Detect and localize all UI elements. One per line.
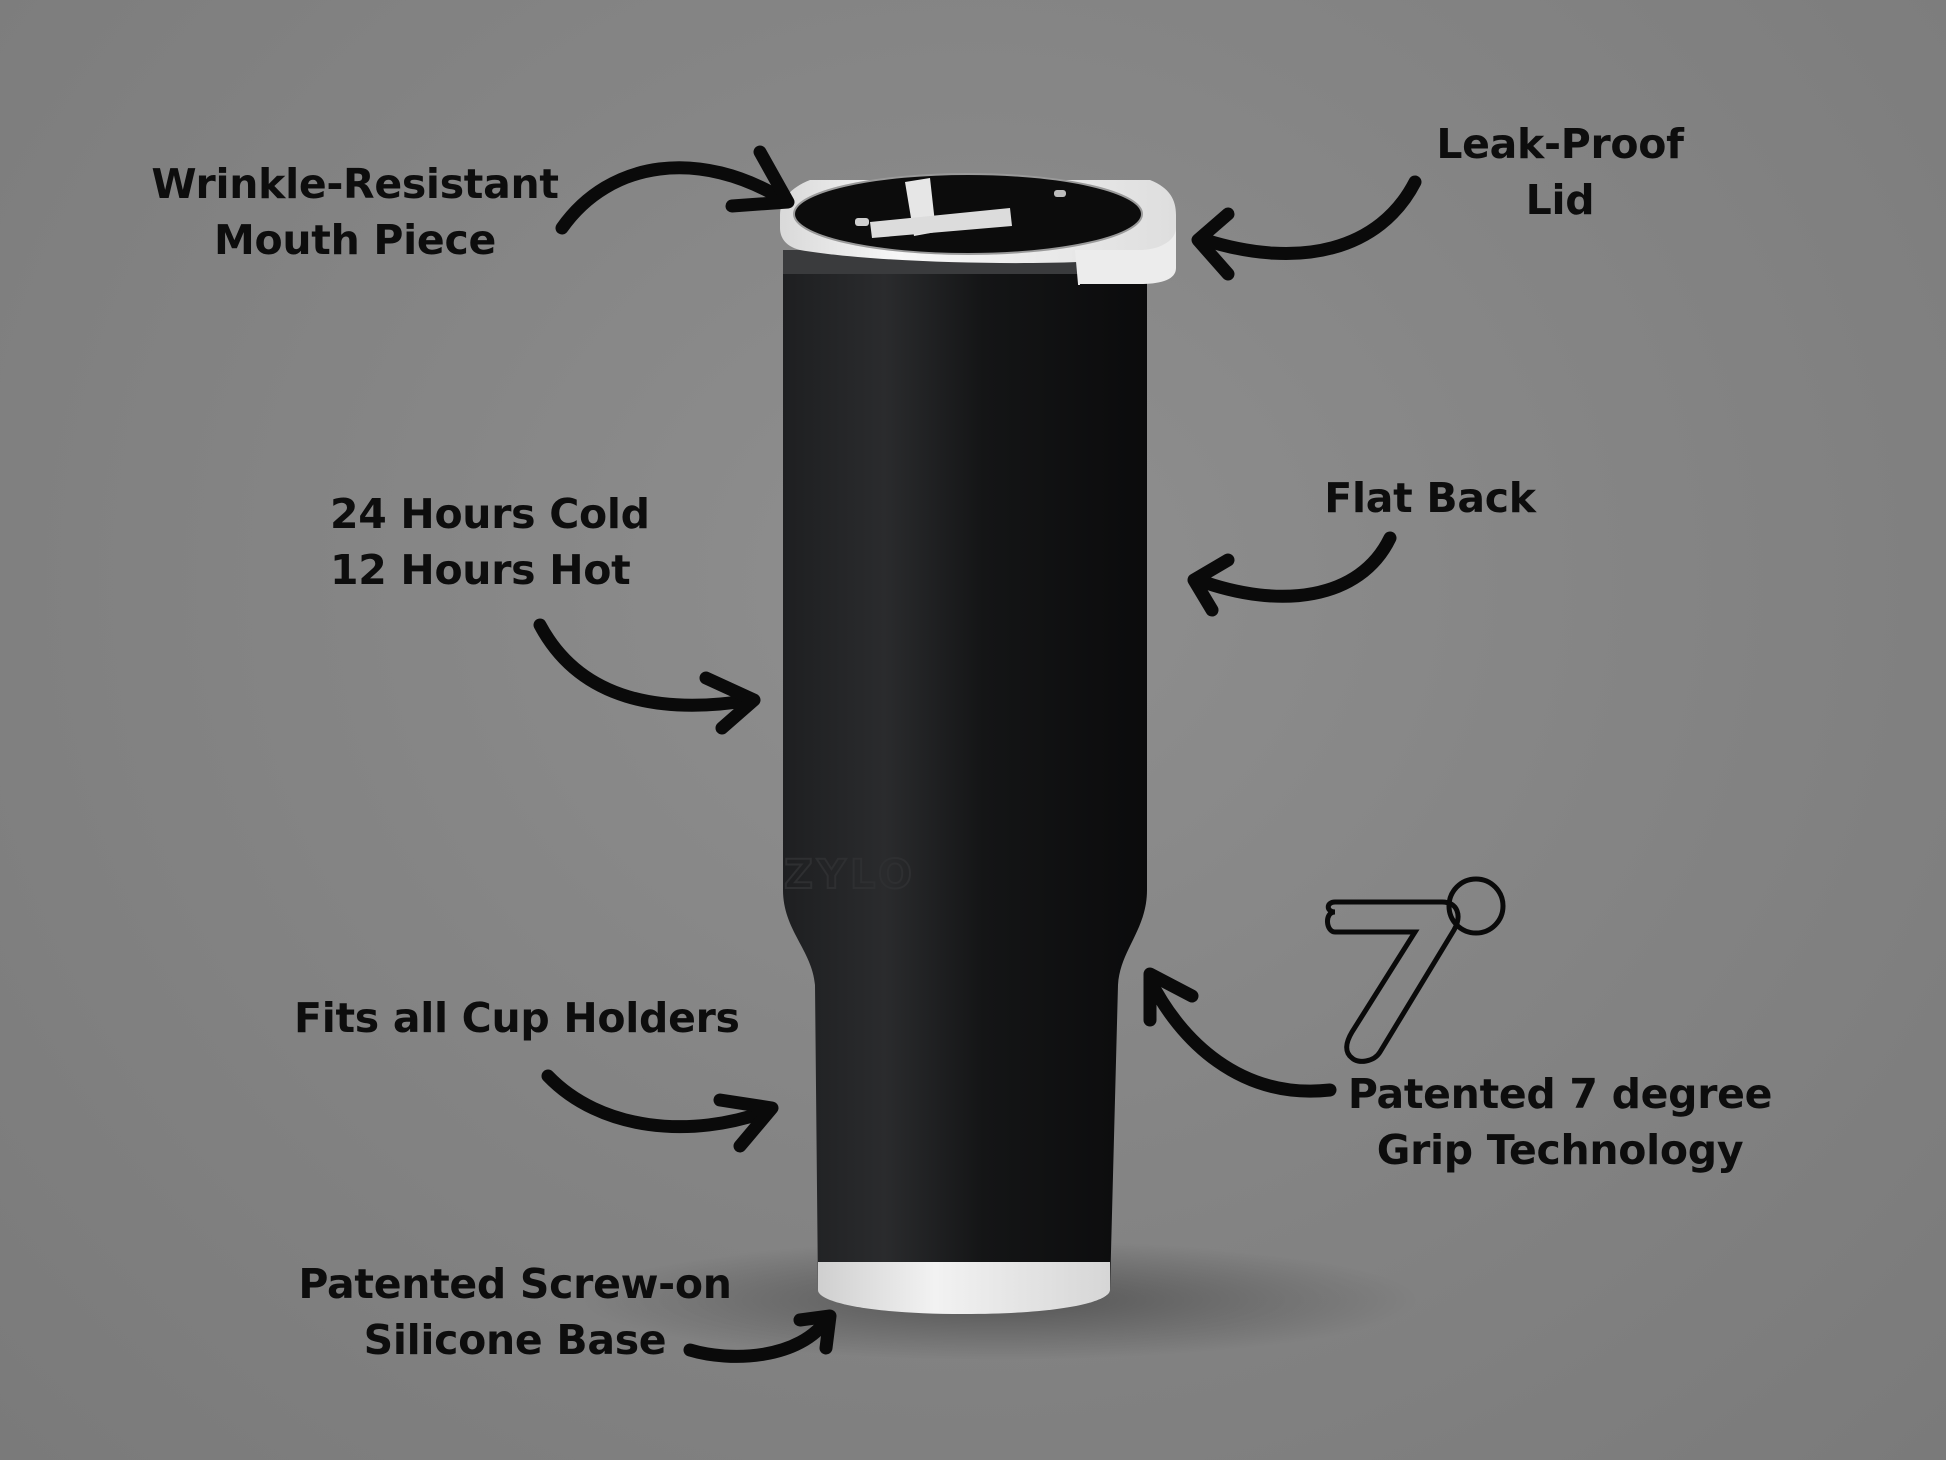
arrow-flat-back: [1191, 531, 1397, 603]
arrow-base: [683, 1311, 835, 1363]
leak-proof-lid: [780, 173, 1176, 285]
arrow-mouth-piece: [555, 161, 791, 235]
callout-temperature-line1: 24 Hours Cold: [330, 490, 650, 538]
callout-grip-line1: Patented 7 degree: [1347, 1070, 1773, 1118]
callout-cup-holders-line1: Fits all Cup Holders: [294, 994, 740, 1042]
lid-top-ring: [793, 173, 1143, 255]
arrow-lid: [1198, 175, 1422, 261]
callout-mouth-piece-line2: Mouth Piece: [214, 216, 496, 264]
brand-emboss: ZYLO: [784, 852, 916, 898]
callout-mouth-piece: Wrinkle-Resistant Mouth Piece: [130, 156, 580, 268]
tumbler-body: [783, 255, 1147, 1312]
callout-base-line2: Silicone Base: [363, 1316, 667, 1364]
arrow-flat-back-head: [1187, 553, 1235, 617]
arrow-mouth-piece-head: [725, 145, 795, 213]
arrow-grip: [1143, 973, 1337, 1098]
lid-button-right: [1054, 190, 1066, 197]
silicone-base: [818, 1262, 1110, 1314]
degree-icon: [1446, 876, 1506, 936]
arrow-temperature: [533, 618, 759, 712]
arrow-temperature-head: [699, 671, 761, 735]
callout-grip: Patented 7 degree Grip Technology: [1320, 1066, 1800, 1178]
callout-base-line1: Patented Screw-on: [298, 1260, 732, 1308]
tumbler: ZYLO: [783, 250, 1147, 1314]
lid-button-left: [855, 218, 869, 226]
callout-grip-line2: Grip Technology: [1376, 1126, 1744, 1174]
callout-cup-holders: Fits all Cup Holders: [294, 990, 794, 1046]
callout-lid-line1: Leak-Proof: [1436, 120, 1684, 168]
callout-flat-back: Flat Back: [1290, 470, 1570, 526]
callout-base: Patented Screw-on Silicone Base: [280, 1256, 750, 1368]
arrow-cup-holders: [541, 1069, 777, 1134]
lid-tab: [1075, 228, 1176, 284]
callout-mouth-piece-line1: Wrinkle-Resistant: [151, 160, 559, 208]
callout-lid-line2: Lid: [1525, 176, 1595, 224]
callout-flat-back-line1: Flat Back: [1324, 474, 1536, 522]
seven-glyph: [1325, 899, 1461, 1064]
arrow-lid-head: [1191, 207, 1235, 281]
arrow-base-head: [793, 1309, 837, 1355]
callout-temperature-line2: 12 Hours Hot: [330, 546, 631, 594]
grip-7-degree-graphic: [1325, 876, 1506, 1064]
arrow-cup-holders-head: [713, 1093, 779, 1153]
callout-lid: Leak-Proof Lid: [1400, 116, 1720, 228]
callout-temperature: 24 Hours Cold 12 Hours Hot: [330, 486, 710, 598]
mouth-piece-slot: [870, 208, 1012, 238]
arrow-grip-head: [1143, 967, 1199, 1027]
